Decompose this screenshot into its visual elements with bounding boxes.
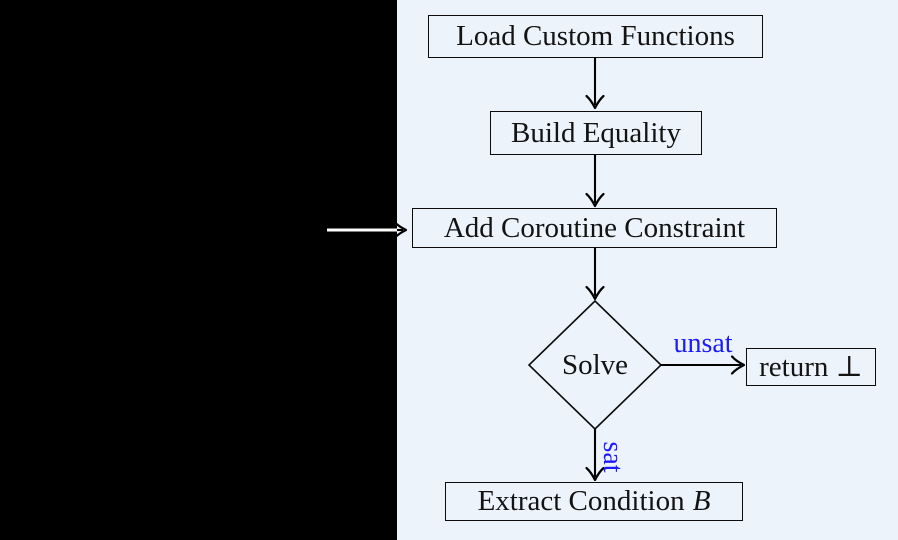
arrowhead-solve-to-extract [585, 466, 605, 482]
edge-label-unsat: unsat [663, 328, 743, 359]
node-return-bottom: return ⊥ [746, 348, 876, 386]
node-load-label: Load Custom Functions [456, 20, 735, 52]
arrowhead-build-to-addcoroutine [585, 192, 605, 208]
arrowhead-incoming [392, 220, 408, 240]
edge-label-sat-text: sat [597, 441, 628, 473]
node-solve-diamond: Solve [545, 350, 645, 380]
black-cover-region [0, 0, 397, 540]
arrowhead-load-to-build [585, 94, 605, 110]
node-addc-label: Add Coroutine Constraint [443, 211, 746, 244]
node-extract-math-symbol: B [692, 485, 711, 517]
node-add-coroutine-constraint: Add Coroutine Constraint [412, 208, 777, 248]
arrowhead-addcoroutine-to-solve [585, 285, 605, 301]
edge-label-sat: sat [597, 437, 628, 477]
edge-label-unsat-text: unsat [673, 328, 733, 359]
node-extract-condition: Extract Condition B [445, 482, 743, 521]
node-solve-label: Solve [561, 348, 629, 381]
diagram-background-panel [397, 0, 898, 540]
node-return-label: return ⊥ [759, 350, 863, 383]
node-extract-label: Extract Condition [477, 485, 685, 517]
arrowhead-solve-to-return [730, 355, 746, 375]
node-build-equality: Build Equality [490, 111, 702, 155]
node-build-label: Build Equality [511, 116, 681, 149]
node-load-custom-functions: Load Custom Functions [428, 15, 763, 58]
